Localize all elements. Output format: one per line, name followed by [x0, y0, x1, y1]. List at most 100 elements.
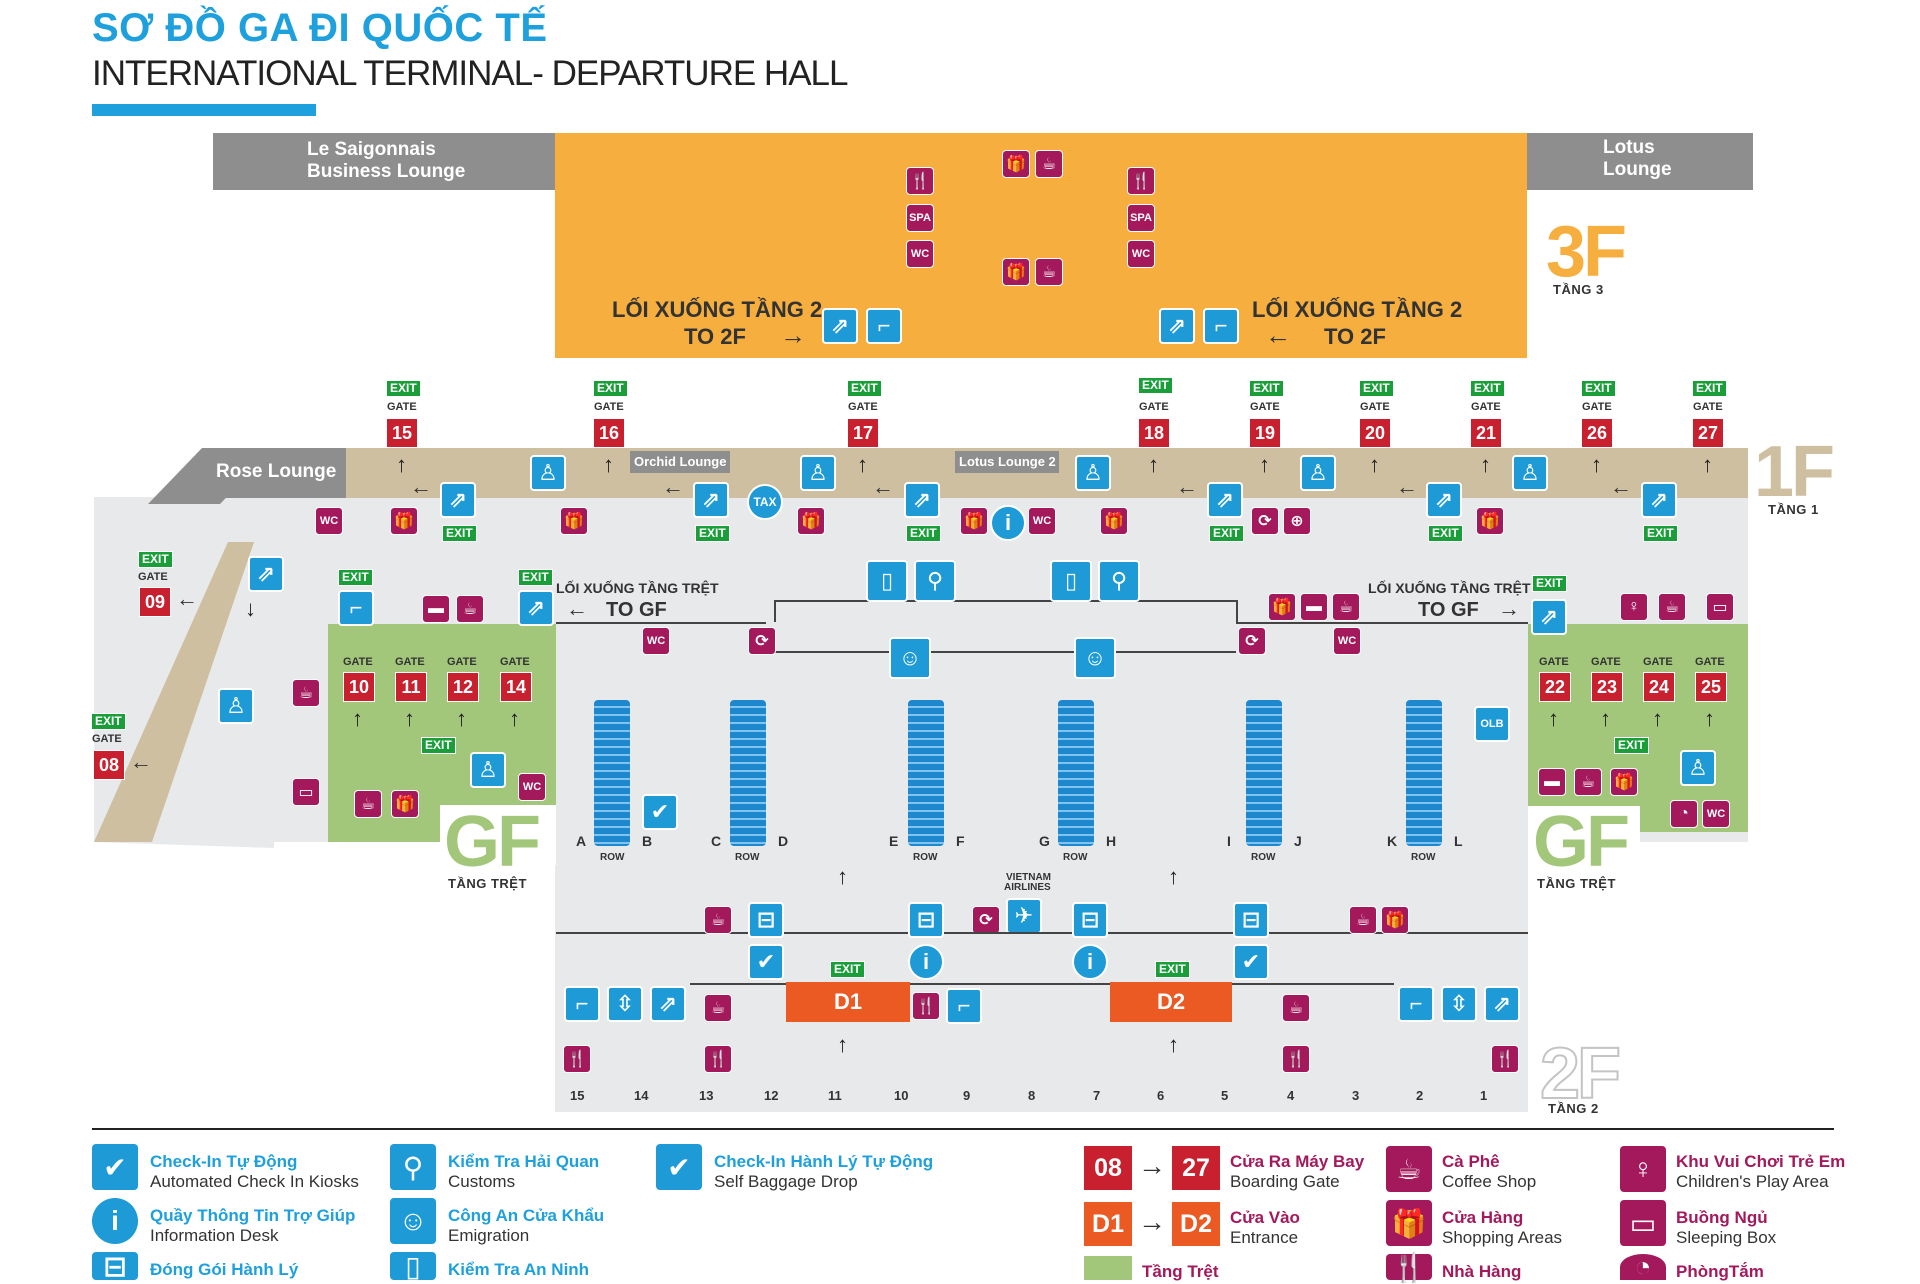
legend-en: Shopping Areas [1442, 1228, 1563, 1247]
gate-caption: GATE [1139, 401, 1169, 413]
escalator-icon[interactable]: ⇗ [1426, 482, 1462, 518]
stairs-icon[interactable]: ⌐ [338, 590, 374, 626]
escalator-icon[interactable]: ⇗ [650, 986, 686, 1022]
checkin-kiosk-icon[interactable]: ✔ [748, 944, 784, 980]
elevator-icon[interactable]: ⇳ [1441, 986, 1477, 1022]
lounge-le-saigonnais: Le Saigonnais Business Lounge [213, 133, 555, 190]
exit-sign: EXIT [695, 525, 730, 542]
gate-number-22[interactable]: 22 [1539, 672, 1571, 702]
checkin-counter-row-gh[interactable] [1058, 700, 1094, 846]
escalator-icon[interactable]: ⇗ [822, 308, 858, 344]
escalator-icon[interactable]: ⇗ [1531, 599, 1567, 635]
escalator-icon[interactable]: ⇗ [1641, 482, 1677, 518]
baggage-wrap-icon[interactable]: ⊟ [748, 902, 784, 938]
title-underline [92, 104, 316, 116]
restaurant-icon: 🍴 [1282, 1045, 1310, 1073]
gate-number-08[interactable]: 08 [93, 750, 125, 780]
floor-gf-right [1528, 624, 1748, 832]
currency-exchange-icon: ⟳ [1251, 507, 1279, 535]
checkin-counter-row-ab[interactable] [594, 700, 630, 846]
emigration-icon: ☺ [1074, 637, 1116, 679]
arrow-up-icon: ↑ [1259, 452, 1270, 477]
checkin-counter-row-ij[interactable] [1246, 700, 1282, 846]
customs-icon: ⚲ [1098, 560, 1140, 602]
security-check-icon: ▯ [390, 1251, 436, 1282]
escalator-icon[interactable]: ⇗ [1484, 986, 1520, 1022]
spa-icon: SPA [1127, 204, 1155, 232]
escalator-icon[interactable]: ⇗ [1207, 482, 1243, 518]
info-icon[interactable]: i [1072, 944, 1108, 980]
vietnam-airlines-icon[interactable]: ✈ [1006, 898, 1042, 934]
medical-icon: ⊕ [1283, 507, 1311, 535]
gate-number-10[interactable]: 10 [343, 672, 375, 702]
arrow-up-icon: ↑ [456, 706, 467, 731]
checkin-kiosk-icon[interactable]: ✔ [1233, 944, 1269, 980]
gate-number-12[interactable]: 12 [447, 672, 479, 702]
gate-number-24[interactable]: 24 [1643, 672, 1675, 702]
shop-icon: 🎁 [1002, 150, 1030, 178]
elevator-icon[interactable]: ⇳ [607, 986, 643, 1022]
arrow-left-icon: ← [410, 474, 432, 499]
self-baggage-drop-icon: ✔ [656, 1144, 702, 1190]
arrow-up-icon: ↑ [1168, 1032, 1179, 1057]
baggage-wrap-icon[interactable]: ⊟ [1233, 902, 1269, 938]
coffee-icon: ☕ [1332, 593, 1360, 621]
info-icon[interactable]: i [990, 505, 1026, 541]
gate-number: 15 [386, 418, 418, 448]
shop-icon: 🎁 [1610, 768, 1638, 796]
stairs-icon[interactable]: ⌐ [1203, 308, 1239, 344]
exit-sign: EXIT [1155, 961, 1190, 978]
stairs-icon[interactable]: ⌐ [1398, 986, 1434, 1022]
checkin-counter-row-cd[interactable] [730, 700, 766, 846]
legend-gate-to: 27 [1172, 1146, 1220, 1190]
tax-refund-icon[interactable]: TAX [747, 484, 783, 520]
lounge-orchid-name: Orchid Lounge [634, 454, 727, 469]
escalator-icon[interactable]: ⇗ [904, 482, 940, 518]
escalator-icon[interactable]: ⇗ [248, 556, 284, 592]
restaurant-icon: 🍴 [912, 992, 940, 1020]
emigration-icon: ☺ [390, 1198, 436, 1244]
shop-icon: 🎁 [390, 507, 418, 535]
gate-number-11[interactable]: 11 [395, 672, 427, 702]
checkin-counter-row-ef[interactable] [908, 700, 944, 846]
escalator-icon[interactable]: ⇗ [440, 482, 476, 518]
escalator-icon[interactable]: ⇗ [1159, 308, 1195, 344]
shop-icon: 🎁 [391, 790, 419, 818]
gate-number-23[interactable]: 23 [1591, 672, 1623, 702]
row-caption: ROW [1411, 852, 1436, 863]
self-baggage-drop-icon[interactable]: ✔ [642, 794, 678, 830]
shop-icon: 🎁 [1268, 593, 1296, 621]
lounge-seat-icon: ♙ [1300, 455, 1336, 491]
row-letter-left: G [1039, 833, 1050, 849]
baggage-wrap-icon[interactable]: ⊟ [1072, 902, 1108, 938]
checkin-counter-row-kl[interactable] [1406, 700, 1442, 846]
stairs-icon[interactable]: ⌐ [564, 986, 600, 1022]
smoking-icon: ▬ [1538, 768, 1566, 796]
wc-icon: WC [315, 507, 343, 535]
restaurant-icon: 🍴 [1386, 1252, 1432, 1283]
gate-caption: GATE [1643, 656, 1673, 668]
arrow-left-icon: ← [1176, 474, 1198, 499]
gate-number-14[interactable]: 14 [500, 672, 532, 702]
baggage-wrap-icon[interactable]: ⊟ [908, 902, 944, 938]
info-icon[interactable]: i [908, 944, 944, 980]
stairs-icon[interactable]: ⌐ [946, 988, 982, 1024]
arrow-left-icon: ← [1396, 474, 1418, 499]
entrance-d1[interactable]: D1 [786, 982, 910, 1022]
floor-gf-left-label: GF [444, 802, 541, 882]
entrance-d2[interactable]: D2 [1110, 982, 1232, 1022]
stairs-icon[interactable]: ⌐ [866, 308, 902, 344]
gate-caption: GATE [594, 401, 624, 413]
row-letter-left: A [576, 833, 587, 849]
gate-caption: GATE [1591, 656, 1621, 668]
page-title-vn: SƠ ĐỒ GA ĐI QUỐC TẾ [92, 6, 548, 50]
exit-sign: EXIT [1428, 525, 1463, 542]
arrow-left-icon: ← [176, 586, 198, 611]
gate-number-25[interactable]: 25 [1695, 672, 1727, 702]
row-letter-left: I [1227, 833, 1231, 849]
gate-number-09[interactable]: 09 [139, 587, 171, 617]
escalator-icon[interactable]: ⇗ [518, 590, 554, 626]
legend-en: Emigration [448, 1226, 530, 1245]
escalator-icon[interactable]: ⇗ [693, 482, 729, 518]
arrow-up-icon: ↑ [404, 706, 415, 731]
